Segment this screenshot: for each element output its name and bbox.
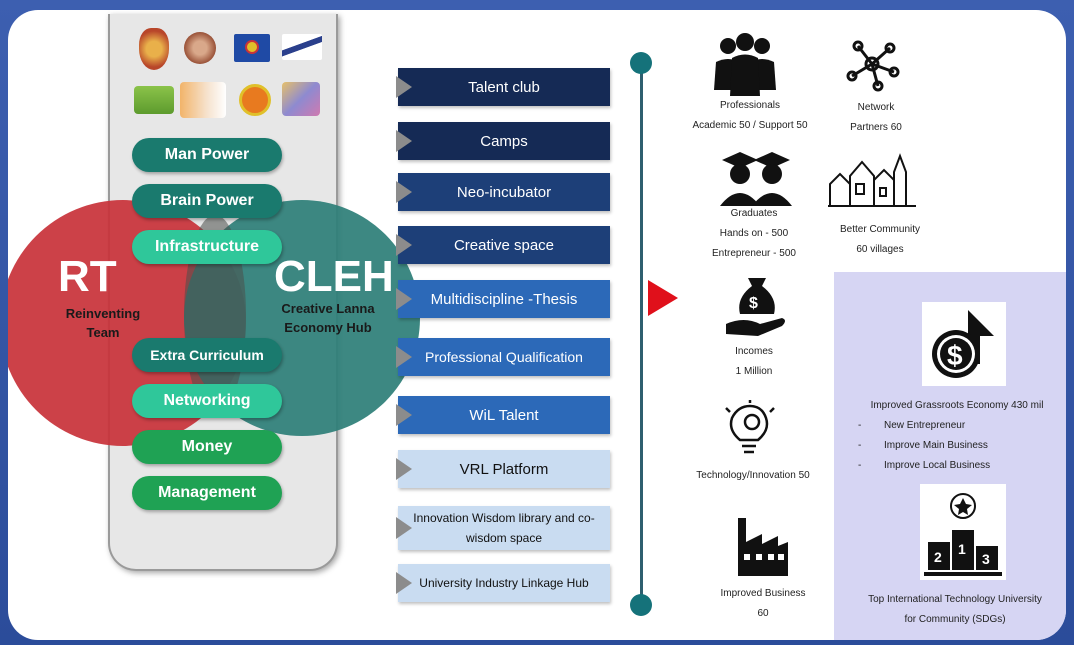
michelin-logo: [282, 34, 322, 60]
dollar-up-icon: $: [922, 302, 1006, 386]
rt-title: RT: [58, 252, 117, 301]
program-wil-talent: WiL Talent: [396, 396, 610, 434]
bar-arrow-icon: [396, 346, 412, 368]
bar-arrow-icon: [396, 458, 412, 480]
timeline-dot-bottom: [630, 594, 652, 616]
program-multidiscipline-thesis: Multidiscipline -Thesis: [396, 280, 610, 318]
economy-item-label: Improve Local Business: [884, 460, 991, 471]
eec-logo: [180, 82, 226, 118]
money-hand-icon: $: [726, 278, 785, 336]
pill-brain-power: Brain Power: [132, 184, 282, 218]
bar-arrow-icon: [396, 76, 412, 98]
pill-man-power: Man Power: [132, 138, 282, 172]
people-icon: [714, 33, 776, 96]
svg-text:3: 3: [982, 551, 990, 567]
pill-networking: Networking: [132, 384, 282, 418]
economy-item: -: [858, 440, 862, 451]
program-innovation-wisdom-library: Innovation Wisdom library and co-wisdom …: [396, 506, 610, 550]
innovation-icon: [725, 400, 775, 454]
economy-title: Improved Grassroots Economy 430 mil: [870, 400, 1044, 411]
svg-text:$: $: [947, 340, 963, 371]
program-professional-qualification: Professional Qualification: [396, 338, 610, 376]
bar-arrow-icon: [396, 404, 412, 426]
bar-arrow-icon: [396, 517, 412, 539]
bar-arrow-icon: [396, 572, 412, 594]
program-label: WiL Talent: [469, 406, 539, 424]
pill-infrastructure: Infrastructure: [132, 230, 282, 264]
pill-management: Management: [132, 476, 282, 510]
program-label: University Industry Linkage Hub: [419, 576, 589, 590]
program-label: Neo-incubator: [456, 183, 552, 201]
logo-green: [134, 86, 174, 114]
university-logo: [139, 28, 169, 70]
economy-item: -: [858, 460, 862, 471]
program-label: Innovation Wisdom library and co-wisdom …: [413, 511, 595, 545]
economy-item: -: [858, 420, 862, 431]
red-arrow-icon: [648, 280, 678, 316]
bar-arrow-icon: [396, 234, 412, 256]
pill-extra-curriculum: Extra Curriculum: [132, 338, 282, 372]
network-icon: [846, 40, 900, 92]
cp-logo: [239, 84, 271, 116]
economy-item-label: Improve Main Business: [884, 440, 988, 451]
bar-arrow-icon: [396, 181, 412, 203]
graduates-icon: [720, 152, 792, 206]
program-vrl-platform: VRL Platform: [396, 450, 610, 488]
factory-icon: [738, 518, 788, 576]
program-label: Talent club: [468, 78, 540, 96]
program-neo-incubator: Neo-incubator: [396, 173, 610, 211]
program-label: Creative space: [453, 236, 555, 254]
ribbon-logo: [282, 82, 320, 116]
program-label: Professional Qualification: [425, 349, 583, 365]
technology-caption: Technology/Innovation 50: [696, 470, 810, 481]
bar-arrow-icon: [396, 288, 412, 310]
economy-item-label: New Entrepreneur: [884, 420, 966, 431]
program-label: VRL Platform: [459, 460, 549, 478]
program-label: Camps: [480, 132, 528, 150]
seal-logo: [184, 32, 216, 64]
program-creative-space: Creative space: [396, 226, 610, 264]
svg-text:1: 1: [958, 541, 966, 557]
program-talent-club: Talent club: [396, 68, 610, 106]
svg-text:2: 2: [934, 549, 942, 565]
timeline-line: [640, 62, 643, 607]
svg-text:$: $: [749, 295, 758, 312]
timeline-dot-top: [630, 52, 652, 74]
asean-logo: [234, 34, 270, 62]
village-icon: [828, 153, 916, 207]
pill-money: Money: [132, 430, 282, 464]
program-camps: Camps: [396, 122, 610, 160]
bar-arrow-icon: [396, 130, 412, 152]
podium-icon: 2 1 3: [920, 484, 1006, 580]
cleh-title: CLEH: [274, 252, 394, 301]
program-label: Multidiscipline -Thesis: [430, 290, 578, 308]
program-university-industry-linkage-hub: University Industry Linkage Hub: [396, 564, 610, 602]
